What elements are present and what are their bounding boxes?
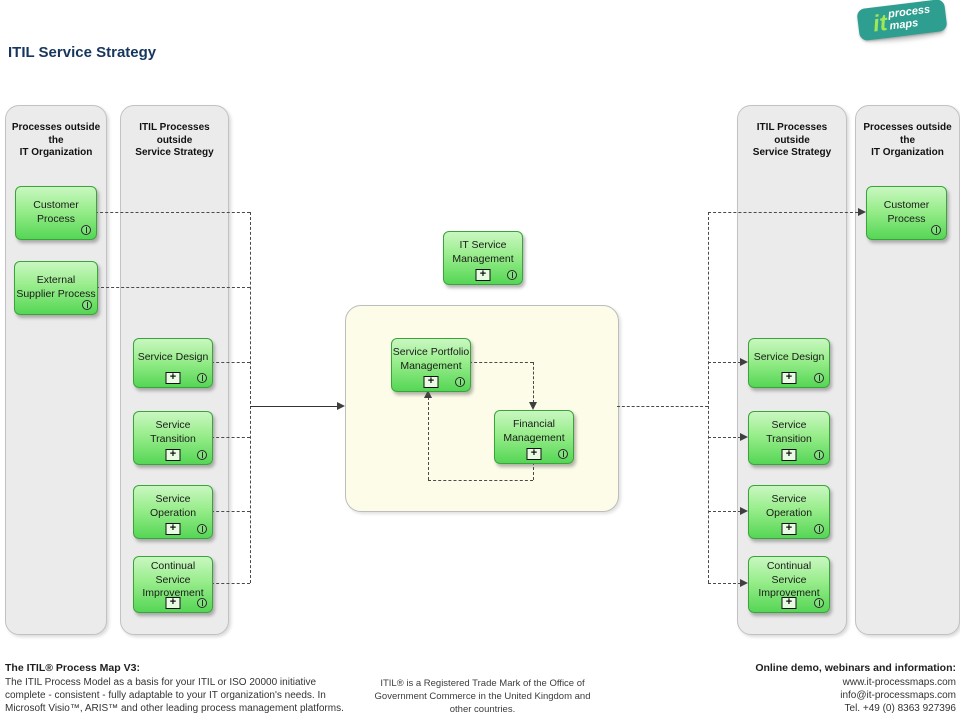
process-variant-icon (814, 524, 824, 534)
expand-plus-icon[interactable]: + (781, 597, 797, 609)
process-variant-icon (197, 373, 207, 383)
process-variant-icon (814, 450, 824, 460)
process-box-it-service-management[interactable]: IT Service Management + (443, 231, 523, 285)
process-box-customer-process-right[interactable]: Customer Process (866, 186, 947, 240)
process-box-csi-right[interactable]: Continual Service Improvement + (748, 556, 830, 613)
it-process-maps-logo: it process maps (856, 0, 952, 45)
process-box-label: Service Design (753, 351, 825, 364)
process-variant-icon (197, 598, 207, 608)
process-box-service-design-left[interactable]: Service Design + (133, 338, 213, 388)
arrowhead-service-operation-right (740, 507, 748, 515)
process-variant-icon (814, 373, 824, 383)
arrowhead-into-portfolio (424, 390, 432, 398)
connector-right-bus (708, 212, 709, 583)
connector-service-design-right (708, 362, 741, 363)
process-box-service-operation-right[interactable]: Service Operation + (748, 485, 830, 539)
process-box-label: Continual Service Improvement (758, 560, 820, 600)
connector-spm-to-fm-h (469, 362, 533, 363)
process-box-label: Service Operation (149, 493, 197, 519)
process-box-label: Financial Management (503, 418, 565, 444)
process-variant-icon (558, 449, 568, 459)
process-box-label: Customer Process (883, 199, 930, 225)
process-variant-icon (455, 377, 465, 387)
connector-service-transition-left (211, 437, 250, 438)
expand-plus-icon[interactable]: + (165, 597, 181, 609)
logo-words: process maps (887, 3, 931, 33)
expand-plus-icon[interactable]: + (423, 376, 439, 388)
process-box-label: Service Portfolio Management (392, 346, 470, 372)
arrowhead-into-scope (337, 402, 345, 410)
process-box-external-supplier-process[interactable]: External Supplier Process (14, 261, 98, 315)
connector-customer-left (95, 212, 250, 213)
page-title: ITIL Service Strategy (8, 44, 157, 61)
service-strategy-scope-area (345, 305, 619, 512)
connector-into-scope (250, 406, 338, 407)
process-variant-icon (81, 225, 91, 235)
footer-product-text: The ITIL Process Model as a basis for yo… (5, 677, 344, 715)
expand-plus-icon[interactable]: + (475, 269, 491, 281)
lane-right-outside-org: Processes outside the IT Organization (855, 105, 960, 635)
process-box-label: Continual Service Improvement (142, 560, 204, 600)
process-variant-icon (82, 300, 92, 310)
process-box-service-operation-left[interactable]: Service Operation + (133, 485, 213, 539)
connector-csi-left (211, 583, 250, 584)
process-box-label: Service Transition (766, 419, 812, 445)
connector-customer-right (708, 212, 858, 213)
process-variant-icon (814, 598, 824, 608)
connector-left-bus (250, 212, 251, 583)
process-box-customer-process-left[interactable]: Customer Process (15, 186, 97, 240)
connector-external-supplier (96, 287, 250, 288)
arrowhead-customer-right (858, 208, 866, 216)
connector-spm-to-fm-v (533, 362, 534, 403)
expand-plus-icon[interactable]: + (526, 448, 542, 460)
connector-service-transition-right (708, 437, 741, 438)
process-box-service-portfolio-management[interactable]: Service Portfolio Management + (391, 338, 471, 392)
process-box-label: Service Transition (150, 419, 196, 445)
connector-service-operation-left (211, 511, 250, 512)
lane-header: ITIL Processes outside Service Strategy (135, 122, 214, 158)
connector-service-operation-right (708, 511, 741, 512)
process-box-financial-management[interactable]: Financial Management + (494, 410, 574, 464)
connector-service-design-left (211, 362, 250, 363)
footer-product-heading: The ITIL® Process Map V3: (5, 662, 140, 674)
arrowhead-into-financial (529, 402, 537, 410)
process-variant-icon (197, 450, 207, 460)
lane-header: Processes outside the IT Organization (863, 122, 952, 158)
footer-product-info: The ITIL® Process Map V3: The ITIL Proce… (5, 662, 360, 715)
expand-plus-icon[interactable]: + (781, 523, 797, 535)
lane-left-outside-org: Processes outside the IT Organization (5, 105, 107, 635)
process-variant-icon (507, 270, 517, 280)
lane-header: ITIL Processes outside Service Strategy (752, 122, 832, 158)
connector-csi-right (708, 583, 741, 584)
lane-header: Processes outside the IT Organization (11, 122, 101, 158)
process-box-service-design-right[interactable]: Service Design + (748, 338, 830, 388)
connector-fm-feedback-h (428, 480, 533, 481)
process-box-label: IT Service Management (452, 239, 514, 265)
connector-out-of-scope (617, 406, 708, 407)
process-box-csi-left[interactable]: Continual Service Improvement + (133, 556, 213, 613)
footer-contact-lines: www.it-processmaps.com info@it-processma… (840, 677, 956, 715)
footer-contact-info: Online demo, webinars and information: w… (656, 662, 956, 715)
arrowhead-service-transition-right (740, 433, 748, 441)
expand-plus-icon[interactable]: + (781, 372, 797, 384)
arrowhead-service-design-right (740, 358, 748, 366)
process-variant-icon (197, 524, 207, 534)
connector-fm-feedback-v1 (533, 462, 534, 480)
process-box-service-transition-left[interactable]: Service Transition + (133, 411, 213, 465)
process-box-service-transition-right[interactable]: Service Transition + (748, 411, 830, 465)
expand-plus-icon[interactable]: + (165, 523, 181, 535)
footer-trademark-note: ITIL® is a Registered Trade Mark of the … (374, 678, 591, 715)
process-box-label: Service Operation (765, 493, 813, 519)
arrowhead-csi-right (740, 579, 748, 587)
expand-plus-icon[interactable]: + (781, 449, 797, 461)
expand-plus-icon[interactable]: + (165, 372, 181, 384)
connector-fm-feedback-v2 (428, 397, 429, 480)
process-variant-icon (931, 225, 941, 235)
process-box-label: Customer Process (33, 199, 79, 225)
logo-it-text: it (871, 8, 889, 36)
expand-plus-icon[interactable]: + (165, 449, 181, 461)
process-box-label: External Supplier Process (16, 274, 96, 300)
process-box-label: Service Design (137, 351, 209, 364)
footer-contact-heading: Online demo, webinars and information: (755, 662, 956, 674)
